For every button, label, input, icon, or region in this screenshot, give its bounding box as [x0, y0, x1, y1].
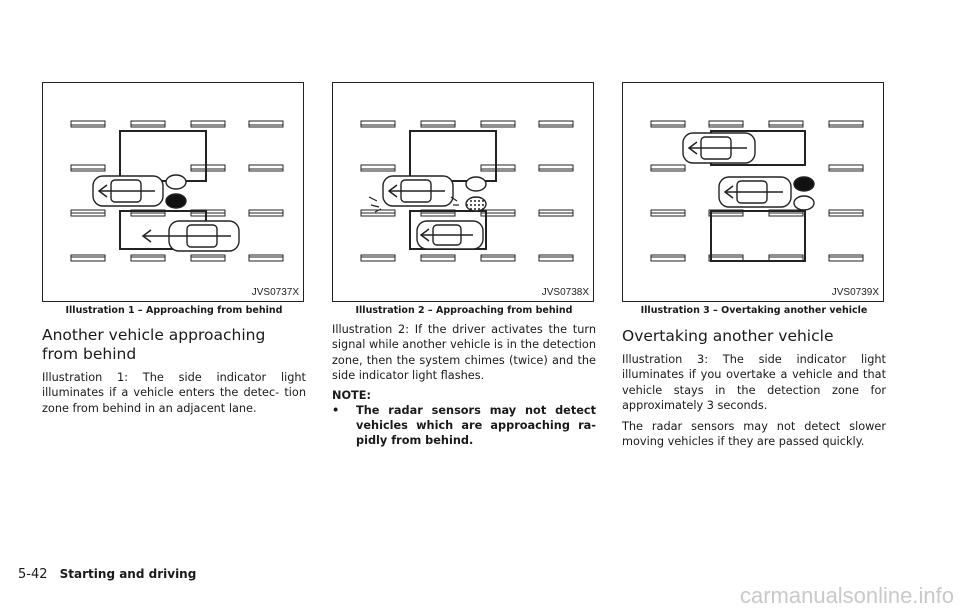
column-1: JVS0737X Illustration 1 – Approaching fr…: [42, 82, 306, 421]
illustration-2-drawing: [360, 120, 574, 262]
figure-caption: Illustration 3 – Overtaking another vehi…: [640, 305, 868, 316]
figure-caption: Illustration 2 – Approaching from behind: [355, 305, 573, 316]
column-3: JVS0739X Illustration 3 – Overtaking ano…: [622, 82, 886, 454]
body-paragraph: Illustration 1: The side indicator light…: [42, 371, 306, 415]
section-title: Starting and driving: [59, 567, 197, 581]
illustration-2: JVS0738X: [332, 82, 594, 302]
figure-id: JVS0738X: [541, 287, 589, 298]
figure-caption: Illustration 1 – Approaching from behind: [65, 305, 283, 316]
body-paragraph: Illustration 2: If the driver activates …: [332, 323, 596, 383]
illustration-3-drawing: [650, 120, 864, 262]
note-bullet: • The radar sensors may not detect vehic…: [332, 403, 596, 449]
section-heading: Another vehicle approaching from behind: [42, 326, 266, 363]
figure-id: JVS0737X: [251, 287, 299, 298]
figure-id: JVS0739X: [831, 287, 879, 298]
watermark: carmanualsonline.info: [739, 583, 954, 608]
body-paragraph: The radar sensors may not detect slower …: [622, 419, 886, 449]
column-2: JVS0738X Illustration 2 – Approaching fr…: [332, 82, 596, 449]
illustration-1: JVS0737X: [42, 82, 304, 302]
illustration-1-drawing: [70, 120, 284, 262]
illustration-3: JVS0739X: [622, 82, 884, 302]
body-paragraph: Illustration 3: The side indicator light…: [622, 353, 886, 413]
page-number: 5-42: [18, 567, 48, 582]
section-heading: Overtaking another vehicle: [622, 327, 834, 345]
note-heading: NOTE:: [332, 388, 371, 402]
note-bullet-text: The radar sensors may not detect vehicle…: [356, 403, 596, 448]
bullet-mark: •: [332, 403, 340, 417]
page-footer: 5-42 Starting and driving: [18, 567, 196, 582]
